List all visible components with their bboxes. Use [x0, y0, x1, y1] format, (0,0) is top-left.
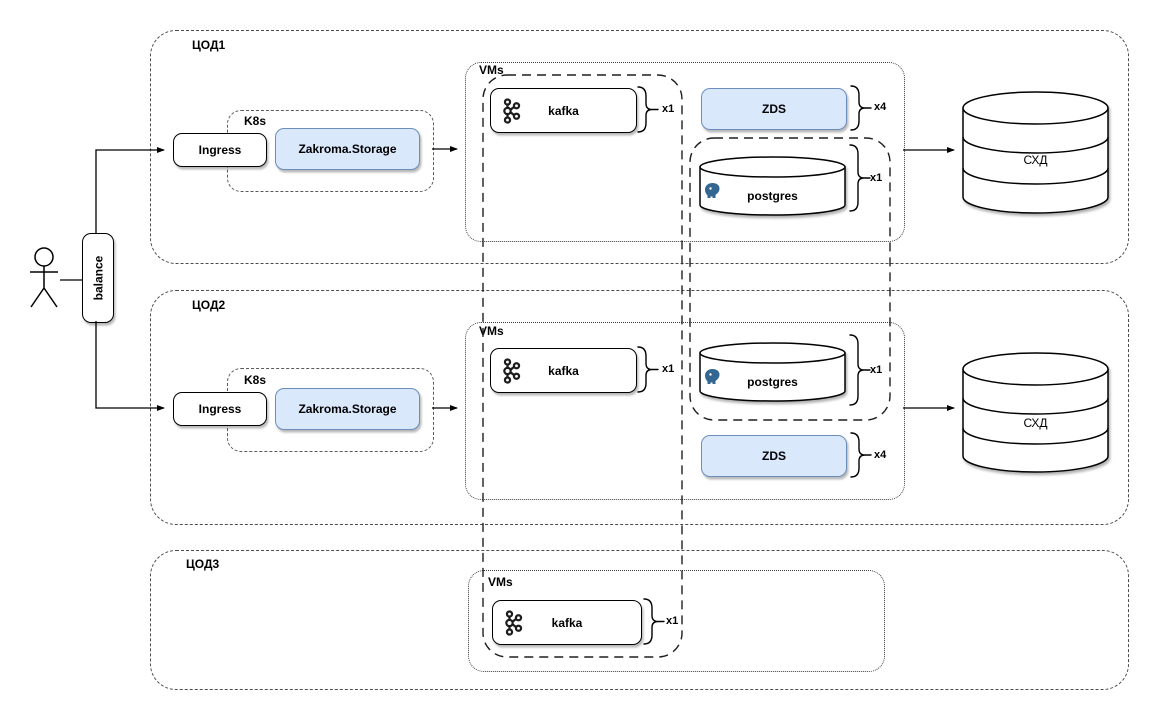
vms-container-dc1 [465, 62, 905, 242]
kafka-label-dc3: kafka [551, 615, 583, 630]
kafka-box-dc3: kafka [492, 600, 642, 645]
kafka-count-dc3: x1 [666, 615, 679, 627]
balance-label: balance [91, 255, 106, 301]
zds-label-dc2: ZDS [762, 449, 786, 463]
kafka-icon [505, 609, 523, 636]
ingress-label-dc1: Ingress [198, 143, 242, 157]
vms-label-dc2: VMs [479, 324, 504, 338]
zds-box-dc2: ZDS [701, 435, 847, 477]
vms-label-dc3: VMs [488, 575, 513, 589]
vms-label-dc1: VMs [479, 63, 504, 77]
user-actor-icon [30, 247, 58, 308]
zds-label-dc1: ZDS [762, 102, 786, 116]
dc1-title: ЦОД1 [192, 38, 226, 52]
kafka-box-dc1: kafka [490, 88, 637, 133]
zakroma-storage-box-dc1: Zakroma.Storage [275, 128, 420, 170]
postgres-count-dc1: x1 [870, 172, 883, 184]
zds-count-dc2: x4 [874, 449, 887, 461]
storage-label-dc1: СХД [1023, 153, 1048, 167]
storage-label-dc2: СХД [1023, 416, 1048, 430]
zds-count-dc1: x4 [874, 101, 887, 113]
dc3-title: ЦОД3 [186, 557, 220, 571]
kafka-icon [503, 357, 521, 384]
postgres-count-dc2: x1 [870, 364, 883, 376]
k8s-label-dc2: K8s [244, 373, 267, 387]
vms-container-dc2 [465, 322, 905, 500]
ingress-label-dc2: Ingress [198, 402, 242, 416]
k8s-label-dc1: K8s [244, 114, 267, 128]
dc2-title: ЦОД2 [192, 298, 226, 312]
balance-node: balance [82, 233, 114, 323]
zds-box-dc1: ZDS [701, 88, 847, 130]
ingress-box-dc1: Ingress [173, 133, 267, 167]
kafka-label-dc1: kafka [548, 103, 579, 118]
kafka-label-dc2: kafka [548, 363, 579, 378]
postgres-label-dc2: postgres [747, 375, 798, 389]
kafka-icon [503, 97, 521, 124]
zakroma-label-dc1: Zakroma.Storage [298, 142, 397, 156]
kafka-box-dc2: kafka [490, 348, 637, 393]
kafka-count-dc1: x1 [662, 103, 675, 115]
ingress-box-dc2: Ingress [173, 392, 267, 426]
kafka-count-dc2: x1 [662, 363, 675, 375]
zakroma-storage-box-dc2: Zakroma.Storage [275, 388, 420, 430]
zakroma-label-dc2: Zakroma.Storage [298, 402, 397, 416]
postgres-label-dc1: postgres [747, 189, 798, 203]
